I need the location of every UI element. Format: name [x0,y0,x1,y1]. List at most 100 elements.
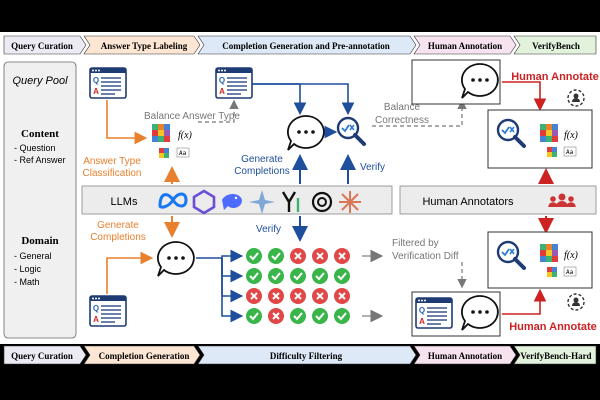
cross-mark [250,292,258,300]
check-icon [246,308,262,324]
bottom-stage-bar: Query Curation Completion Generation Dif… [3,345,597,365]
check-mark [249,312,259,321]
balance-correctness-label-2: Correctness [375,115,429,126]
llm-logo-claude-icon [339,191,361,213]
verifybench-hard-diamond-icon [547,267,557,277]
check-icon [312,308,328,324]
top-stage-4: Human Annotation [428,41,502,51]
filtered-by-label-2: Verification Diff [392,251,459,262]
check-icon [268,268,284,284]
check-mark [337,312,347,321]
human-annotators-bar: Human Annotators [399,185,597,215]
ref-to-verify-arrow [252,83,355,116]
balance-answer-type-arrow [198,99,239,123]
top-stage-2: Answer Type Labeling [101,41,188,51]
generate-completions-orange-label-1: Generate [97,220,139,231]
llm-logo-gemma-icon [249,190,275,214]
formula-icon: f(x) [178,130,193,141]
check-mark [293,312,303,321]
verifybench-diamond-icon [547,147,557,157]
query-pool-box [3,61,77,339]
llm-logo-yi-icon [281,191,300,212]
check-icon [312,268,328,284]
cross-mark [316,252,324,260]
cross-mark [338,292,346,300]
verification-grid [246,248,350,324]
verifybench-formula-icon: f(x) [564,130,579,141]
human-annotate-top-label: Human Annotate [511,71,599,83]
cross-mark [272,312,280,320]
check-icon [268,248,284,264]
check-mark [249,252,259,261]
classify-arrow [106,100,148,145]
check-icon [334,268,350,284]
bottom-stage-1-arrow [3,345,87,365]
top-annotate-arrow [502,81,547,112]
verifybench-text-icon: Aa [566,149,574,156]
text-type-icon: Aa [179,150,187,157]
balance-correctness-arrow [372,99,467,127]
balance-answer-type-label: Balance Answer Type [144,111,240,122]
top-stage-5-arrow [513,35,597,55]
top-stage-bar: Query Curation Answer Type Labeling Comp… [3,35,597,55]
llm-logo-deepseek-icon [222,194,242,210]
cross-mark [272,292,280,300]
bottom-generate-arrow [106,251,154,294]
cross-mark [294,252,302,260]
bottom-stage-4: Human Annotation [428,351,502,361]
generate-completions-blue-label-1: Generate [241,154,283,165]
check-mark [249,272,259,281]
generate-completions-blue-label-2: Completions [234,166,290,177]
check-mark [315,312,325,321]
verifybench-hard-text-box [563,266,577,277]
generate-completions-orange-label-2: Completions [90,232,146,243]
check-icon [290,268,306,284]
domain-item-logic: - Logic [14,264,42,274]
content-heading: Content [21,128,59,140]
top-labeled-doc-icon [215,67,253,99]
top-stage-2-arrow [83,35,201,55]
bottom-stage-5-arrow [513,345,597,365]
content-item-ref-answer: - Ref Answer [14,155,66,165]
top-stage-4-arrow [413,35,517,55]
top-stage-1-arrow [3,35,87,55]
bottom-stage-5: VerifyBench-Hard [520,351,591,361]
bottom-stage-3-arrow [197,345,417,365]
top-query-doc-icon [89,67,127,99]
query-pool-panel: Query Pool Content - Question - Ref Answ… [3,61,77,339]
domain-item-general: - General [14,251,52,261]
bottom-stage-2-arrow [83,345,201,365]
verifybench-hard-text-icon: Aa [566,269,574,276]
answer-type-classification-label-1: Answer Type [83,156,141,167]
check-icon [290,308,306,324]
cross-mark [338,252,346,260]
check-icon [246,268,262,284]
human-annotators-label: Human Annotators [422,196,514,208]
top-stage-3-arrow [197,35,417,55]
content-item-question: - Question [14,143,56,153]
query-pool-title: Query Pool [12,75,68,87]
answer-type-diamond-icon [159,148,169,158]
top-stage-5: VerifyBench [532,41,580,51]
verifybench-hard-formula-icon: f(x) [564,250,579,261]
check-mark [337,272,347,281]
cross-mark [316,292,324,300]
check-mark [271,252,281,261]
cross-mark [294,292,302,300]
bottom-stage-4-arrow [413,345,517,365]
check-mark [271,272,281,281]
verifybench-text-box [563,146,577,157]
domain-item-math: - Math [14,277,40,287]
bottom-stage-1: Query Curation [11,351,73,361]
verify-top-label: Verify [360,162,385,173]
bottom-stage-2: Completion Generation [99,351,190,361]
bottom-right-doc-icon [415,297,453,329]
verify-bottom-label: Verify [256,224,281,235]
check-icon [334,308,350,324]
bottom-query-doc-icon [89,295,127,327]
llm-logo-meta-icon [158,192,188,209]
llm-logo-openai-icon [311,191,333,213]
check-mark [315,272,325,281]
bottom-stage-3: Difficulty Filtering [270,351,343,361]
